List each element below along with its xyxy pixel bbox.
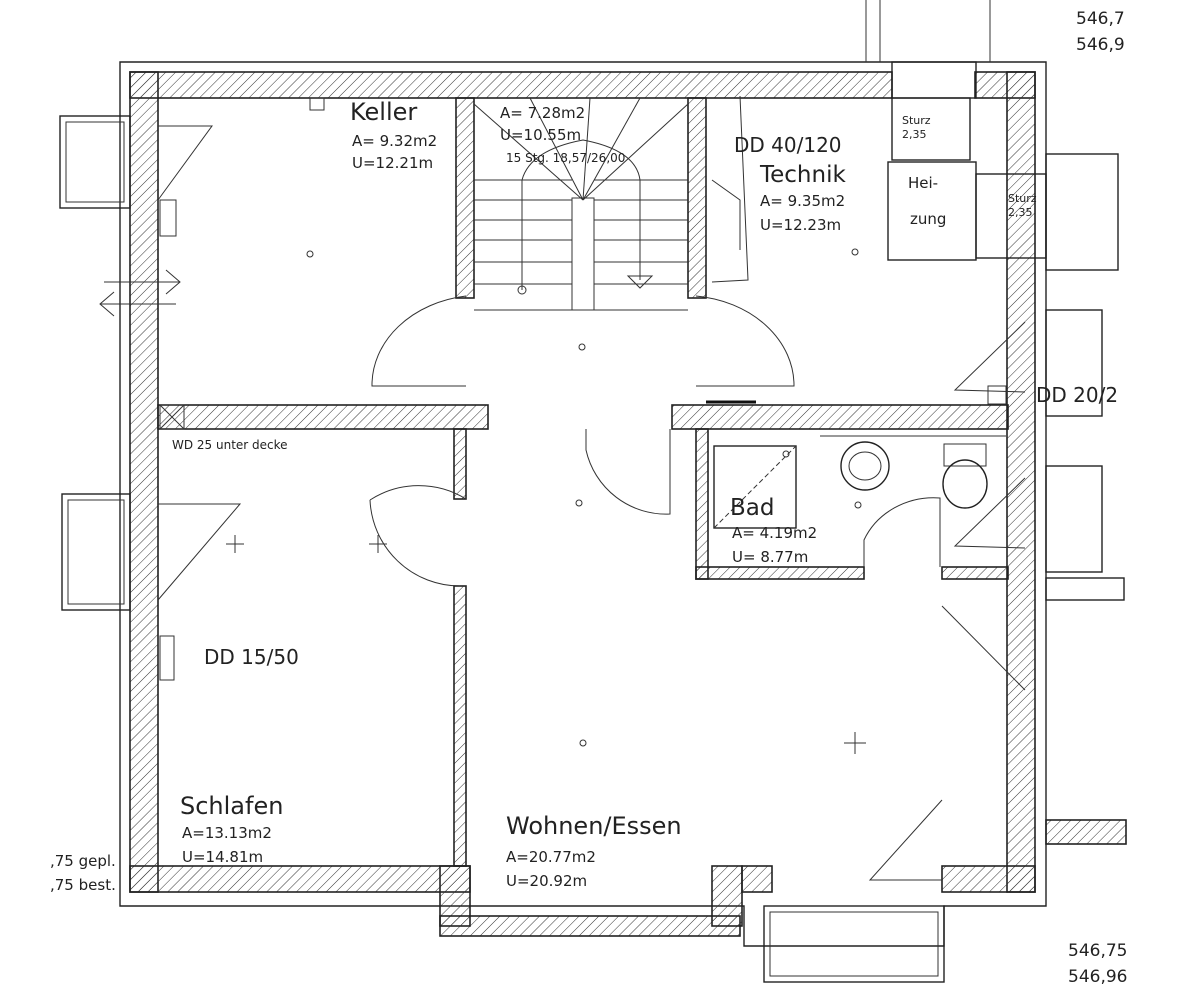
- sturz1-value: 2,35: [902, 128, 927, 141]
- room-area: A=20.77m2: [506, 848, 596, 866]
- sturz2-label: Sturz: [1008, 192, 1037, 205]
- room-area: A= 4.19m2: [732, 524, 817, 542]
- dd-technik: DD 40/120: [734, 133, 842, 157]
- room-perimeter: U=12.21m: [352, 154, 433, 172]
- room-perimeter: U=12.23m: [760, 216, 841, 234]
- level-left-1: ,75 gepl.: [50, 852, 116, 870]
- room-keller: Keller A= 9.32m2 U=12.21m: [350, 98, 437, 172]
- staircase: [473, 97, 689, 311]
- windows: [59, 0, 1127, 983]
- dd-right: DD 20/2: [1036, 383, 1118, 407]
- light-fixtures: [226, 248, 866, 754]
- room-bad: Bad A= 4.19m2 U= 8.77m: [730, 495, 817, 566]
- sturz2-value: 2,35: [1008, 206, 1033, 219]
- room-technik: DD 40/120 Technik A= 9.35m2 U=12.23m Hei…: [734, 114, 1037, 234]
- level-left-2: ,75 best.: [50, 876, 116, 894]
- window-swings: [157, 125, 1026, 881]
- level-annotations: 546,7 546,9 546,75 546,96 ,75 gepl. ,75 …: [50, 9, 1127, 987]
- heizung-line1: Hei-: [908, 174, 938, 192]
- room-schlafen: Schlafen A=13.13m2 U=14.81m: [180, 792, 283, 866]
- level-top-right-2: 546,9: [1076, 35, 1125, 55]
- room-perimeter: U= 8.77m: [732, 548, 808, 566]
- dd-schlafen: DD 15/50: [204, 645, 299, 669]
- interior-walls: [157, 97, 1009, 867]
- room-name: Schlafen: [180, 792, 283, 820]
- sturz1-label: Sturz: [902, 114, 931, 127]
- exterior-walls: [129, 71, 1036, 937]
- room-wohnen-essen: Wohnen/Essen A=20.77m2 U=20.92m: [506, 812, 682, 890]
- room-name: Keller: [350, 98, 417, 126]
- door-swings: [369, 295, 941, 587]
- wd-note: WD 25 unter decke: [172, 438, 288, 452]
- technik-fixtures: [711, 61, 1047, 405]
- level-bottom-right-2: 546,96: [1068, 967, 1127, 987]
- room-area: A=13.13m2: [182, 824, 272, 842]
- room-area: A= 9.32m2: [352, 132, 437, 150]
- room-perimeter: U=20.92m: [506, 872, 587, 890]
- level-bottom-right-1: 546,75: [1068, 941, 1127, 961]
- stair-steps: 15 Stg. 18,57/26,00: [506, 151, 625, 165]
- room-name: Bad: [730, 495, 774, 521]
- heizung-line2: zung: [910, 210, 946, 228]
- room-perimeter: U=10.55m: [500, 126, 581, 144]
- room-stair: A= 7.28m2 U=10.55m 15 Stg. 18,57/26,00: [500, 104, 625, 165]
- misc-marks: [99, 97, 325, 681]
- room-area: A= 9.35m2: [760, 192, 845, 210]
- room-name: Wohnen/Essen: [506, 812, 682, 840]
- room-perimeter: U=14.81m: [182, 848, 263, 866]
- level-top-right-1: 546,7: [1076, 9, 1125, 29]
- room-name: Technik: [759, 162, 846, 188]
- bath-fixtures: [713, 435, 1006, 529]
- room-area: A= 7.28m2: [500, 104, 585, 122]
